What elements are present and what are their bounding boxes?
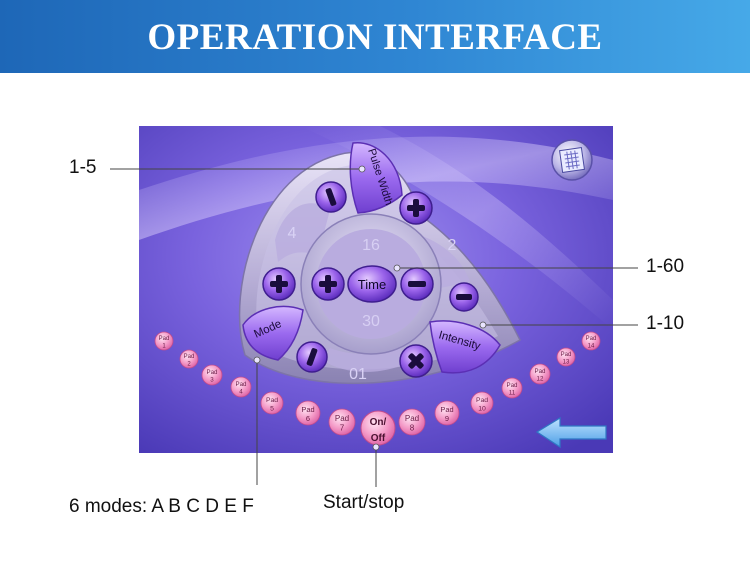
plus-icon (319, 275, 337, 293)
time-minus-button[interactable] (400, 267, 434, 301)
pad-1-button[interactable]: Pad 1 (154, 331, 174, 351)
pad-number-label: 8 (410, 424, 415, 433)
modes-callout: 6 modes: A B C D E F (69, 496, 254, 517)
mode-button[interactable]: Mode (242, 305, 304, 361)
pad-number-label: 14 (588, 344, 595, 350)
pad-number-label: 4 (239, 389, 243, 396)
pad-number-label: 3 (210, 377, 214, 384)
plus-icon (408, 353, 424, 369)
pad-word-label: Pad (506, 382, 518, 389)
mode-value: 01 (349, 366, 367, 383)
time-button[interactable]: Time (347, 265, 397, 303)
pad-word-label: Pad (266, 397, 278, 404)
pad-word-label: Pad (476, 397, 488, 404)
pad-13-button[interactable]: Pad 13 (556, 347, 576, 367)
mode-minus-button[interactable] (296, 341, 328, 373)
pad-number-label: 1 (162, 344, 166, 350)
pad-number-label: 5 (270, 405, 274, 412)
mode-plus-button[interactable] (399, 344, 433, 378)
pad-word-label: Pad (534, 368, 546, 375)
pad-word-label: Pad (335, 414, 349, 423)
minus-icon (408, 281, 426, 287)
pad-number-label: 9 (445, 414, 449, 423)
pad-word-label: Pad (159, 336, 170, 342)
pad-number-label: 7 (340, 424, 345, 433)
page-title: OPERATION INTERFACE (147, 17, 603, 58)
pad-number-label: 12 (537, 376, 544, 383)
on-off-button[interactable]: On/ Off (360, 410, 396, 446)
pad-2-button[interactable]: Pad 2 (179, 349, 199, 369)
callout-dots (253, 165, 487, 451)
header-bar: OPERATION INTERFACE (0, 0, 750, 73)
left-plus-button[interactable] (262, 267, 296, 301)
intensity-value: 2 (448, 237, 457, 254)
pad-word-label: Pad (561, 352, 572, 358)
pad-number-label: 10 (478, 405, 486, 412)
pulse-width-plus-button[interactable] (399, 191, 433, 225)
pulse-width-range-callout: 1-5 (69, 157, 97, 178)
back-button[interactable] (535, 416, 607, 449)
start-stop-callout: Start/stop (323, 492, 405, 513)
minus-icon (325, 188, 337, 206)
pulse-width-value: 4 (288, 225, 297, 242)
pad-number-label: 11 (509, 390, 516, 397)
time-label: Time (358, 277, 386, 292)
minus-icon (306, 348, 318, 366)
pad-number-label: 13 (563, 360, 570, 366)
background-swoosh (139, 136, 613, 240)
plus-icon (407, 199, 425, 217)
off-label: Off (371, 433, 386, 444)
intensity-minus-button[interactable] (449, 282, 479, 312)
pad-word-label: Pad (235, 381, 247, 388)
pad-word-label: Pad (206, 369, 218, 376)
time-plus-button[interactable] (311, 267, 345, 301)
pad-word-label: Pad (405, 414, 419, 423)
pad-number-label: 6 (306, 414, 310, 423)
time-minutes: 30 (362, 313, 380, 330)
on-label: On/ (370, 417, 387, 428)
minus-icon (456, 294, 472, 300)
intensity-button[interactable]: Intensity (429, 320, 501, 374)
callout-lines (110, 168, 638, 487)
pulse-width-minus-button[interactable] (315, 181, 347, 213)
settings-button[interactable] (551, 139, 593, 181)
mode-display (322, 348, 410, 372)
pad-word-label: Pad (586, 336, 597, 342)
left-arrow-icon (535, 416, 607, 449)
pad-word-label: Pad (184, 354, 195, 360)
time-range-callout: 1-60 (646, 256, 685, 277)
plus-icon (270, 275, 288, 293)
time-value: 16 (362, 237, 380, 254)
pad-14-button[interactable]: Pad 14 (581, 331, 601, 351)
intensity-range-callout: 1-10 (646, 313, 685, 334)
pad-word-label: Pad (440, 405, 453, 414)
pad-word-label: Pad (301, 405, 314, 414)
pad-number-label: 2 (187, 362, 191, 368)
